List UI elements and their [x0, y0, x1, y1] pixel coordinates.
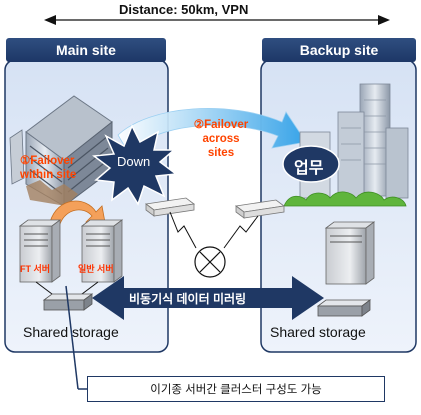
distance-arrow [44, 15, 390, 25]
router-left-icon [144, 197, 196, 217]
shared-storage-backup-icon [316, 299, 372, 317]
ft-server-icon [18, 219, 62, 283]
mirroring-label: 비동기식 데이터 미러링 [129, 292, 247, 306]
wan-link-left [169, 211, 197, 249]
cross-site-failover-label: ②Failover across sites [193, 119, 249, 159]
callout-connector [65, 285, 79, 390]
ft-server-label: FT 서버 [20, 264, 51, 274]
damaged-building-icon [9, 95, 113, 207]
business-badge [282, 145, 340, 183]
distance-label: Distance: 50km, VPN [119, 2, 249, 17]
shared-storage-main-label: Shared storage [23, 324, 119, 340]
business-label: 업무 [294, 160, 324, 177]
mirroring-arrow [92, 276, 324, 320]
backup-server-icon [324, 221, 376, 285]
router-right-icon [234, 199, 286, 219]
wan-router-icon [194, 246, 226, 278]
within-site-failover-label: ①Failover within site [20, 155, 77, 181]
office-buildings-icon [299, 83, 409, 199]
main-site-title: Main site [6, 38, 166, 62]
callout-box: 이기종 서버간 클러스터 구성도 가능 [87, 376, 385, 402]
general-server-label: 일반 서버 [78, 264, 114, 274]
down-label: Down [117, 154, 151, 169]
shared-storage-backup-label: Shared storage [270, 324, 366, 340]
trees-icon [283, 191, 407, 207]
wan-link-right [223, 215, 259, 249]
backup-site-title: Backup site [262, 38, 416, 62]
down-burst-icon [92, 124, 178, 206]
general-server-icon [80, 219, 124, 283]
